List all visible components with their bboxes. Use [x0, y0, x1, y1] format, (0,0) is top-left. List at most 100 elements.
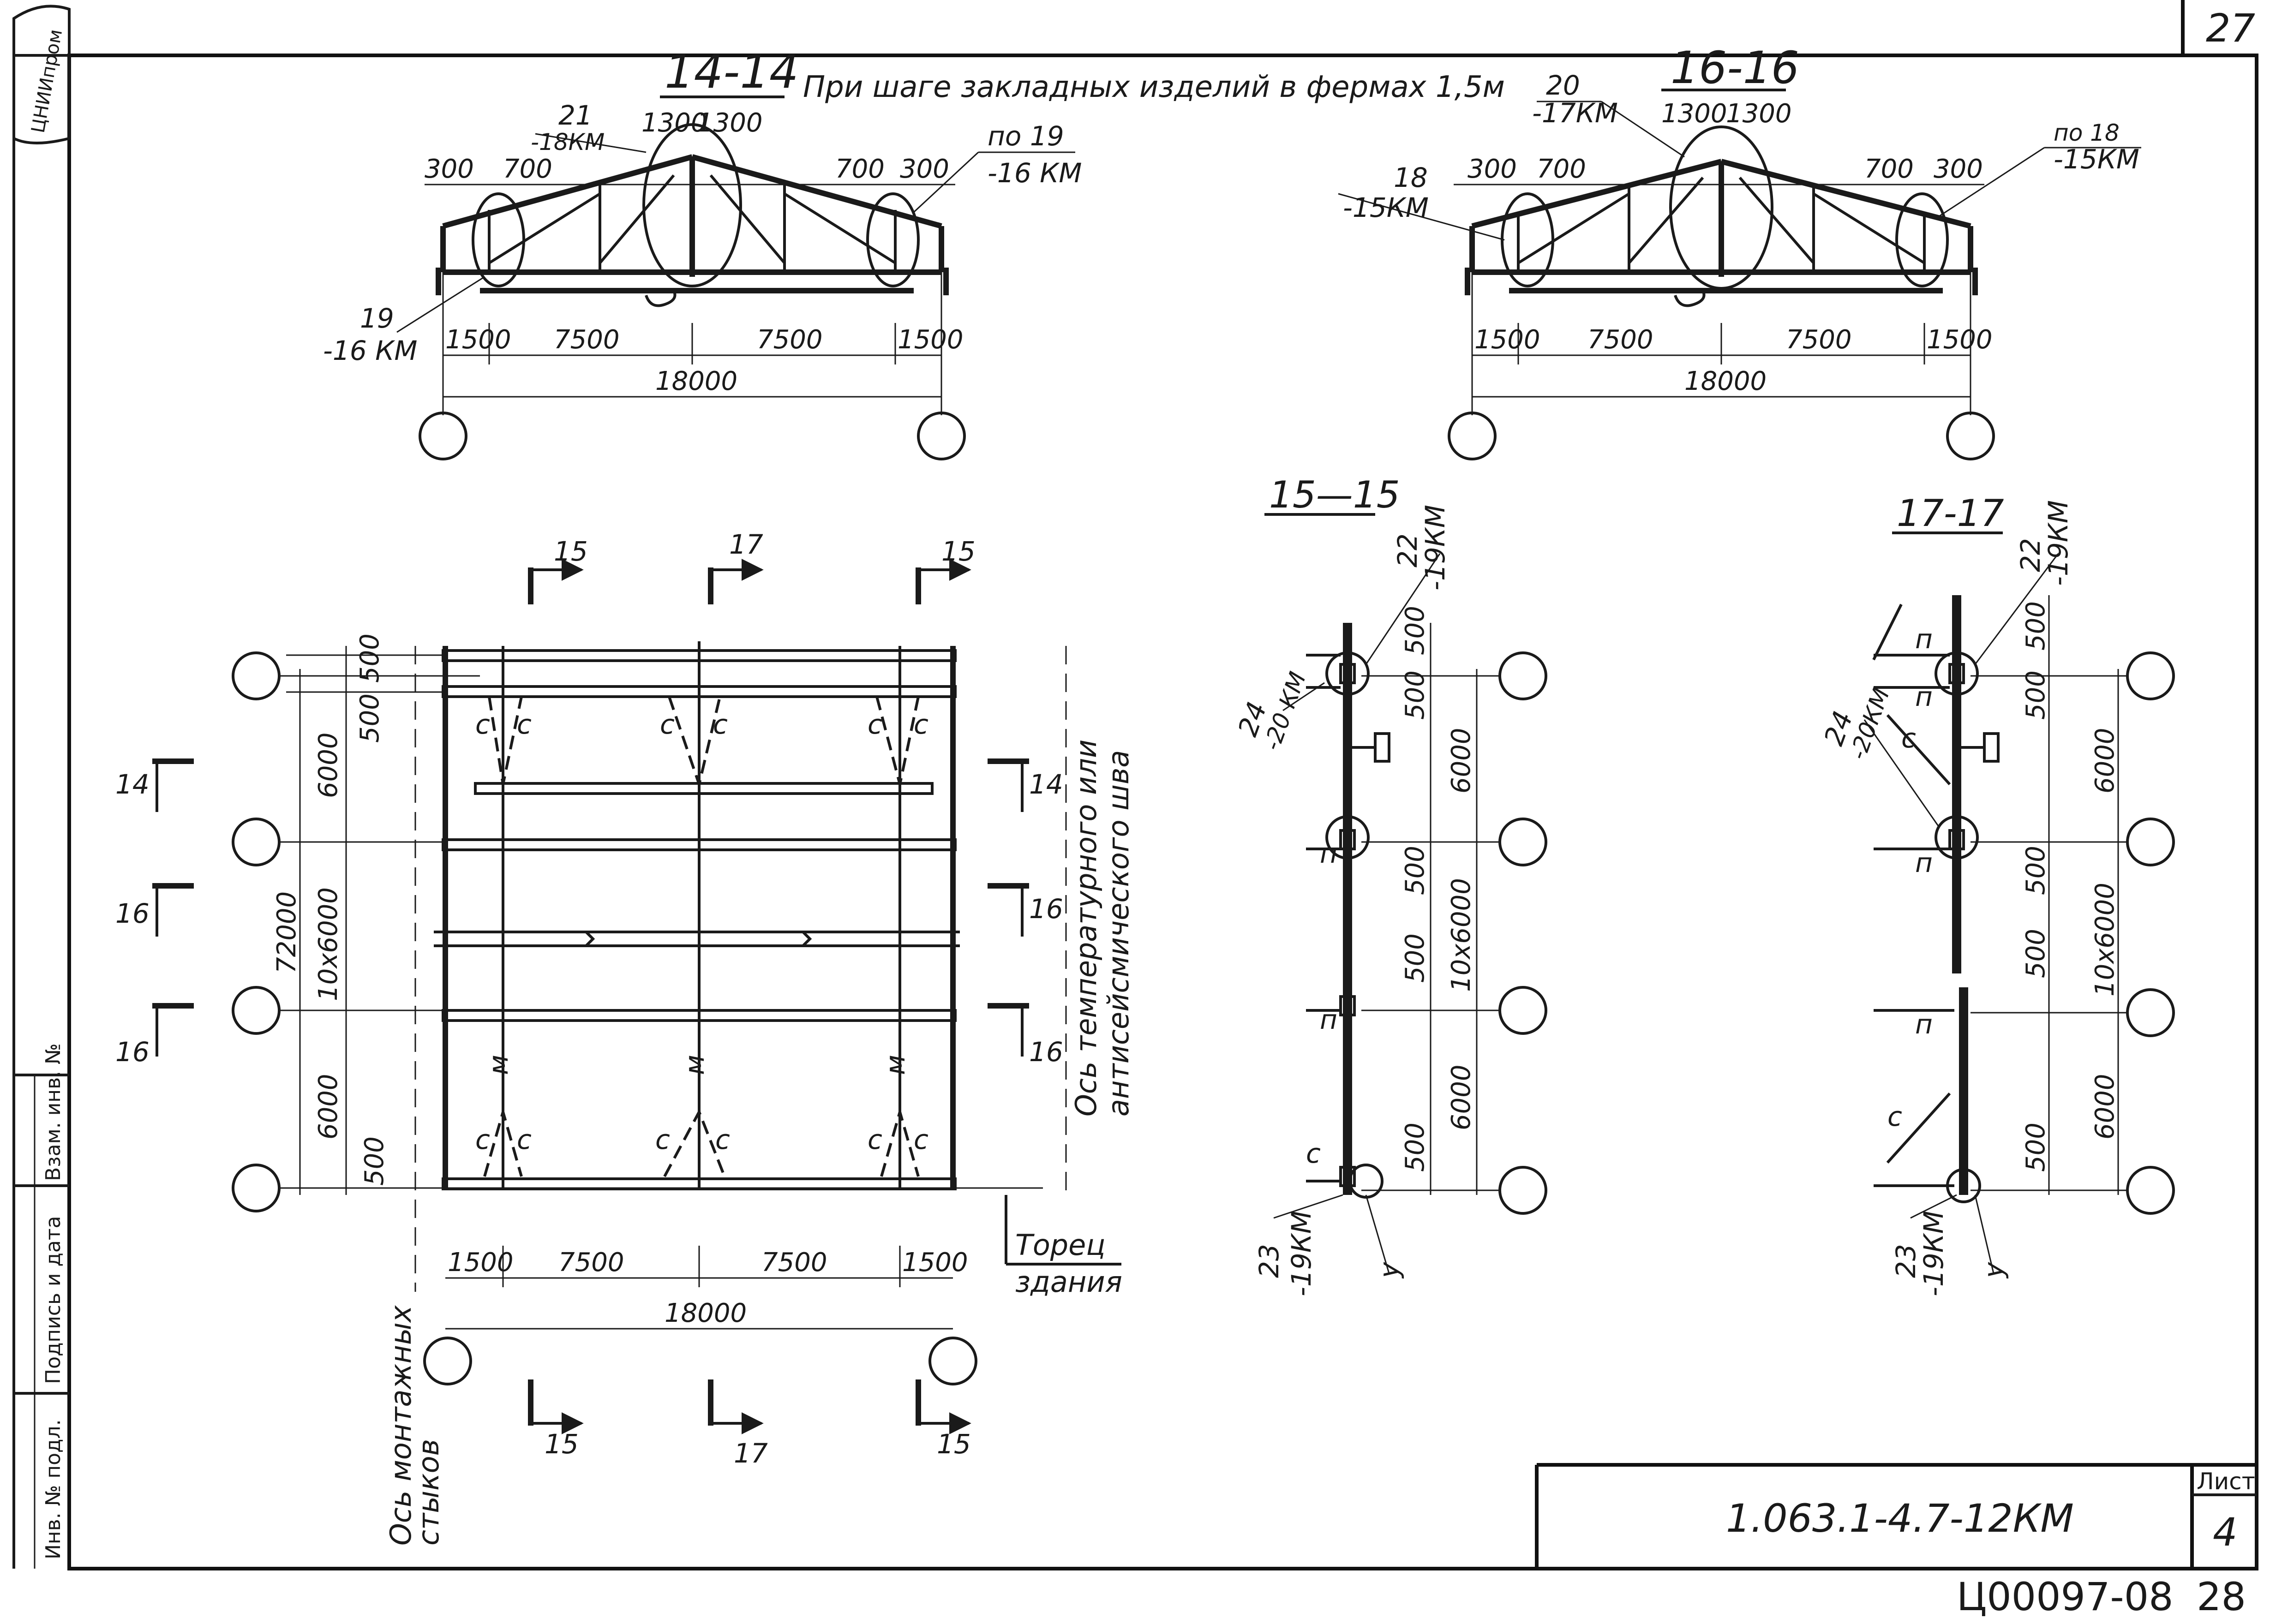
dim-plan-l4: 6000: [313, 1074, 343, 1140]
brace-m-1: м: [483, 1055, 514, 1075]
dim-14-t0: 300: [425, 154, 474, 184]
cut-15-bottom-left: 15: [545, 1428, 579, 1460]
dim-16-total: 18000: [1684, 366, 1767, 396]
mark-15-c: с: [1306, 1138, 1321, 1169]
brace-c-7: с: [475, 1124, 490, 1155]
callout-20-num: 20: [1546, 70, 1580, 101]
callout-18r-ref: -15КМ: [2054, 143, 2139, 175]
callouts-16: 20 -17КМ по 18 -15КМ 18 -15КМ: [1338, 70, 2141, 241]
dim-plan-b2: 7500: [761, 1248, 827, 1278]
brace-c-6: с: [914, 709, 928, 740]
callout-17-23-ref: -19КМ: [1918, 1211, 1949, 1296]
dim-17-6: 6000: [2090, 1074, 2120, 1140]
dim-15-2: 6000: [1446, 728, 1476, 794]
cut-16-right-2: 16: [1029, 1036, 1063, 1068]
plan-bracing: с с с с с с с с с с с с м м м: [475, 696, 928, 1177]
stamp-vzam-inv: Взам. инв. №: [42, 1043, 65, 1181]
axis-joints-line1: Ось монтажных: [384, 1305, 418, 1546]
dim-17-0: 500: [2021, 601, 2051, 651]
dim-plan-b3: 1500: [902, 1248, 968, 1278]
section-15-15: 15—15 500 500 6000 500 10х6000 500 6000: [1232, 473, 1547, 1296]
stamp-inv-orig: Инв. № подл.: [42, 1419, 65, 1559]
dim-14-b3: 1500: [898, 325, 964, 355]
title-block: 1.063.1-4.7-12КМ Лист 4: [1535, 1463, 2257, 1569]
dim-16-b2: 7500: [1786, 325, 1852, 355]
callout-15-23-ref: -19КМ: [1286, 1211, 1317, 1296]
callout-15-22-ref: -19КМ: [1420, 505, 1451, 591]
dim-16-b3: 1500: [1927, 325, 1993, 355]
cut-16-left-2: 16: [115, 1036, 150, 1068]
dim-15-4: 10х6000: [1446, 878, 1476, 992]
dim-14-t1: 700: [503, 154, 552, 184]
truss-14: [436, 123, 949, 307]
dim-16-b1: 7500: [1587, 325, 1653, 355]
dims-14-bottom: 1500 7500 7500 1500 18000: [442, 268, 964, 415]
dim-17-5: 500: [2021, 929, 2051, 978]
mark-17-c1: с: [1901, 722, 1916, 754]
dim-17-7: 500: [2021, 1122, 2051, 1172]
brace-m-3: м: [880, 1055, 911, 1075]
dim-15-0: 500: [1400, 606, 1430, 655]
dims-16-bottom: 1500 7500 7500 1500 18000: [1471, 268, 1993, 415]
cut-16-right-1: 16: [1029, 893, 1063, 925]
dim-15-6: 6000: [1446, 1064, 1476, 1130]
corner-stamp-text: ЦНИИпром: [28, 28, 67, 135]
dim-17-4: 10х6000: [2090, 883, 2120, 997]
dim-plan-l2: 6000: [313, 732, 343, 798]
dim-16-t5: 300: [1934, 154, 1983, 184]
dims-16-top: 300 700 1300 1300 700 300: [1454, 99, 1984, 185]
mark-17-c2: с: [1887, 1101, 1902, 1132]
dim-17-1: 500: [2021, 670, 2051, 720]
dim-16-t2: 1300: [1661, 99, 1727, 129]
brace-c-9: с: [655, 1124, 670, 1155]
cut-15-top-right: 15: [941, 536, 976, 567]
section-14-14: 14-14 При шаге закладных изделий в ферма…: [323, 45, 1505, 460]
axis-temp-line1: Ось температурного или: [1069, 740, 1103, 1116]
cut-14-left: 14: [115, 769, 150, 800]
dim-16-t3: 1300: [1726, 99, 1792, 129]
dim-14-t5: 300: [900, 154, 949, 184]
dim-15-5: 500: [1400, 933, 1430, 983]
callout-18r-num: по 18: [2054, 119, 2120, 146]
section-14-title: 14-14: [665, 45, 799, 99]
dim-plan-l3: 10х6000: [313, 887, 343, 1001]
axis-temp-line2: антисейсмического шва: [1102, 750, 1135, 1116]
cut-14-right: 14: [1029, 769, 1063, 800]
dim-14-b2: 7500: [757, 325, 823, 355]
callout-18l-ref: -15КМ: [1343, 192, 1429, 223]
dim-plan-l5: 500: [359, 1136, 389, 1186]
dim-plan-b0: 1500: [448, 1248, 514, 1278]
sheet-frame: 27: [67, 0, 2258, 1570]
brace-c-3: с: [660, 709, 675, 740]
mark-15-p1: п: [1320, 838, 1337, 869]
mark-17-p1: п: [1915, 623, 1933, 655]
dim-16-t1: 700: [1537, 154, 1586, 184]
plan-dims-bottom: 1500 7500 7500 1500 18000: [445, 1246, 968, 1330]
brace-c-5: с: [868, 709, 882, 740]
plan-view: 15 17 15 15 17 15 14 14 16: [115, 529, 1135, 1546]
dim-14-total: 18000: [655, 366, 737, 396]
brace-c-1: с: [475, 709, 490, 740]
dim-plan-total-left: 72000: [272, 891, 302, 973]
stamp-sign-date: Подпись и дата: [42, 1216, 65, 1384]
brace-m-2: м: [679, 1055, 710, 1075]
cut-16-left-1: 16: [115, 898, 150, 929]
section-14-note: При шаге закладных изделий в фермах 1,5м: [803, 70, 1505, 104]
callout-20-ref: -17КМ: [1532, 97, 1618, 129]
dim-plan-l1: 500: [355, 693, 385, 743]
dim-15-1: 500: [1400, 670, 1430, 720]
dim-16-t4: 700: [1864, 154, 1914, 184]
brace-c-10: с: [715, 1124, 730, 1155]
cut-15-bottom-right: 15: [937, 1428, 971, 1460]
cut-17-bottom: 17: [734, 1438, 768, 1469]
page-number-bottom: 28: [2197, 1574, 2246, 1619]
callout-19l-ref: -16 КМ: [323, 335, 417, 366]
sheet-label: Лист: [2197, 1468, 2255, 1495]
callout-15-22-num: 22: [1392, 533, 1423, 567]
mark-15-p2: п: [1320, 1004, 1337, 1035]
axis-joints-line2: стыков: [412, 1439, 445, 1546]
callout-19r-num: по 19: [988, 120, 1064, 152]
archive-code: Ц00097-08: [1957, 1574, 2174, 1619]
dim-14-b0: 1500: [445, 325, 511, 355]
mark-15-u: у: [1373, 1262, 1405, 1279]
